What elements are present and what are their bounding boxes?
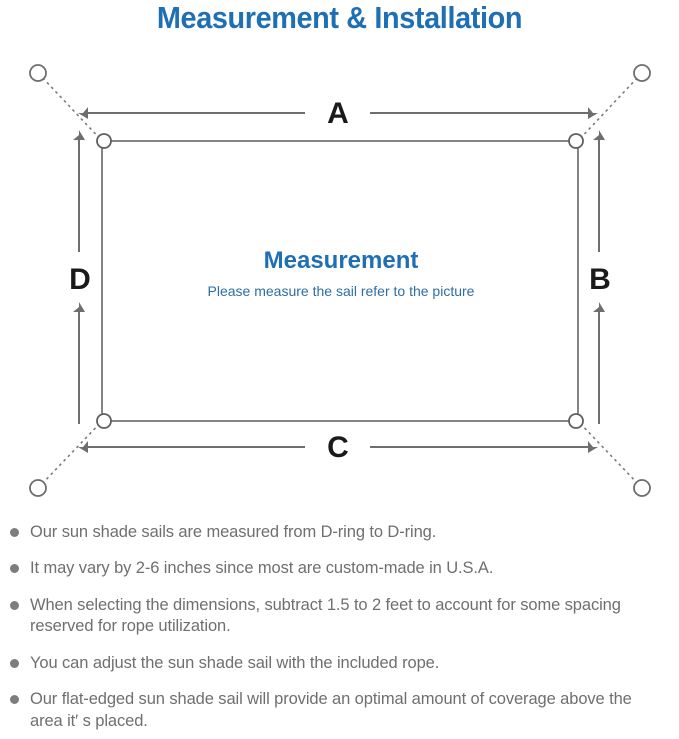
- note-text: It may vary by 2-6 inches since most are…: [30, 559, 494, 578]
- d-ring-top-right: [568, 133, 584, 149]
- bullet-icon: [10, 564, 19, 574]
- rope-line-top-left: [39, 74, 105, 144]
- sail-measurement-diagram: A C D B Measurement Please measure the s…: [0, 40, 679, 510]
- bullet-icon: [10, 658, 19, 668]
- list-item: Our flat-edged sun shade sail will provi…: [10, 689, 667, 732]
- note-text: When selecting the dimensions, subtract …: [30, 595, 621, 636]
- diagram-center-label: Measurement: [264, 247, 419, 274]
- d-ring-bottom-right: [568, 413, 584, 429]
- anchor-point-top-right: [633, 64, 651, 82]
- dimension-label-d: D: [69, 263, 91, 296]
- bullet-icon: [10, 600, 19, 610]
- list-item: Our sun shade sails are measured from D-…: [10, 522, 667, 543]
- rope-line-bottom-left: [39, 418, 105, 487]
- anchor-point-bottom-left: [29, 479, 47, 497]
- diagram-center-sublabel: Please measure the sail refer to the pic…: [208, 283, 475, 299]
- dimension-label-b: B: [589, 263, 611, 296]
- dimension-label-a: A: [327, 97, 349, 130]
- rope-line-top-right: [575, 74, 641, 144]
- note-text: You can adjust the sun shade sail with t…: [30, 653, 440, 672]
- list-item: When selecting the dimensions, subtract …: [10, 595, 667, 638]
- page-title: Measurement & Installation: [156, 0, 523, 35]
- bullet-icon: [10, 528, 19, 537]
- note-text: Our sun shade sails are measured from D-…: [30, 523, 437, 541]
- rope-line-bottom-right: [575, 418, 641, 487]
- dimension-label-c: C: [327, 431, 349, 464]
- anchor-point-bottom-right: [633, 479, 651, 497]
- anchor-point-top-left: [29, 64, 47, 82]
- list-item: You can adjust the sun shade sail with t…: [10, 653, 667, 674]
- notes-list: Our sun shade sails are measured from D-…: [0, 522, 679, 732]
- d-ring-bottom-left: [96, 413, 112, 429]
- list-item: It may vary by 2-6 inches since most are…: [10, 558, 667, 579]
- d-ring-top-left: [96, 133, 112, 149]
- bullet-icon: [10, 695, 19, 705]
- note-text: Our flat-edged sun shade sail will provi…: [30, 690, 632, 730]
- sail-shape: [101, 140, 579, 422]
